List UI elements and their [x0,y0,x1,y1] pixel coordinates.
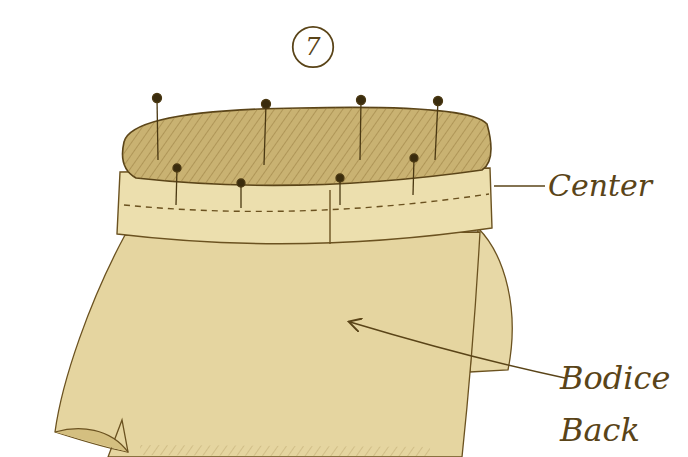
step-circle: 7 [291,25,335,69]
fabric-hem [55,429,128,452]
part-label: Bodice Back [560,352,685,456]
part-label: Center [548,166,688,206]
bodice-back-fabric [55,232,480,457]
step-number: 7 [305,33,320,61]
stitch-line [124,194,489,211]
pins [153,94,443,209]
leader-line [494,185,545,186]
leader-arrow [350,322,565,378]
center-mark [329,190,330,244]
